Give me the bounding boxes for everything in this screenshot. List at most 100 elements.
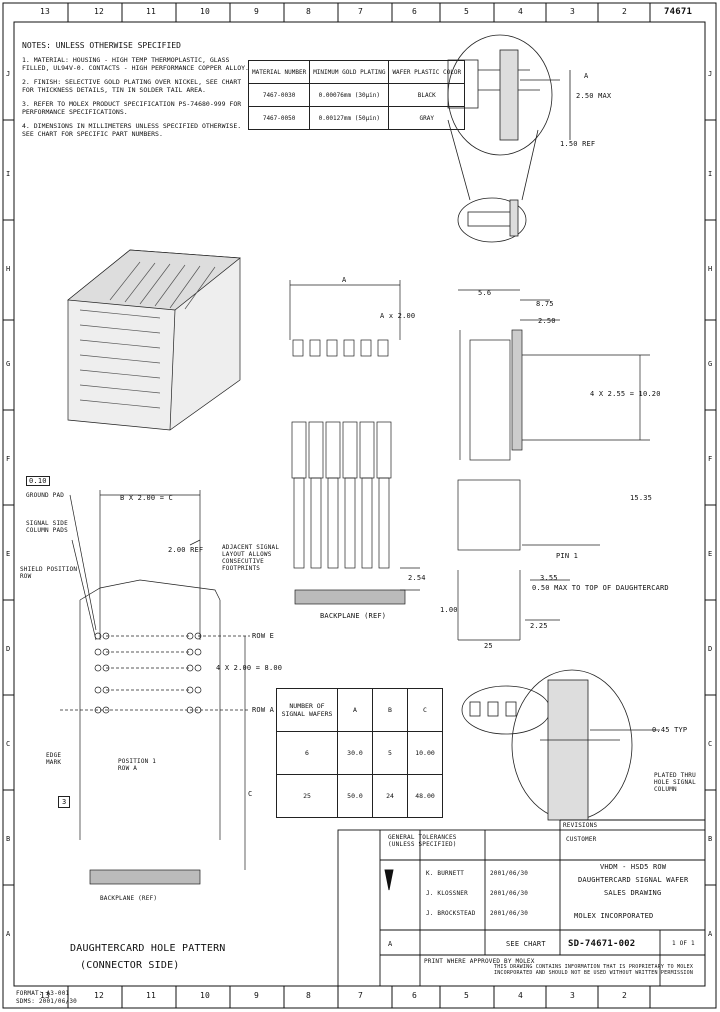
col-label-6: 6 [412,7,418,16]
material-number: 7467-0030 [247,83,311,107]
hole-caption-1: DAUGHTERCARD HOLE PATTERN [70,943,226,954]
wafer-header-b: B [372,688,408,732]
wafer-table: NUMBER OF SIGNAL WAFERS A B C 6 30.0 5 1… [276,688,443,818]
col-label-bottom-4: 4 [518,991,524,1000]
row-label-right-j: J [708,70,713,78]
title-date3: 2001/06/30 [490,910,529,917]
front-backplane: BACKPLANE (REF) [320,612,387,620]
footer-line-1: FORMAT: A3-001 [16,990,70,997]
col-label-7: 7 [358,7,364,16]
wafer-count: 25 [276,774,338,818]
title-customer: CUSTOMER [566,836,597,843]
title-general-tol: GENERAL TOLERANCES (UNLESS SPECIFIED) [388,834,457,848]
wafer-b: 5 [372,731,408,775]
title-appr: J. BROCKSTEAD [426,910,476,917]
hole-ref1: 2.00 REF [168,546,204,554]
title-block [337,819,706,987]
front-dim-b: 2.54 [408,574,426,582]
title-date2: 2001/06/30 [490,890,529,897]
material-table: MATERIAL NUMBER MINIMUM GOLD PLATING WAF… [247,60,466,130]
notes-header: NOTES: UNLESS OTHERWISE SPECIFIED [22,41,181,50]
wafer-a: 50.0 [337,774,373,818]
col-label-bottom-13: 13 [40,991,51,1000]
row-label-e: E [6,550,11,558]
row-label-right-i: I [708,170,713,178]
detail-bottom [461,669,660,821]
row-label-right-g: G [708,360,713,368]
hole-caption-2: (CONNECTOR SIDE) [80,960,180,971]
title-sheet: 1 OF 1 [672,940,695,947]
hole-edge-mark: EDGE MARK [46,752,62,766]
detail-bottom-label: PLATED THRU HOLE SIGNAL COLUMN [654,772,696,793]
side-d9: 3.55 [540,574,558,582]
side-view [457,289,650,641]
table-row: 25 50.0 24 48.00 [276,774,443,818]
note-3: 3. REFER TO MOLEX PRODUCT SPECIFICATION … [22,100,242,116]
row-label-right-a: A [708,930,713,938]
hole-backplane: BACKPLANE (REF) [100,895,158,902]
wafer-header-count: NUMBER OF SIGNAL WAFERS [276,688,338,732]
hole-dim-c: C [248,790,253,798]
hole-pattern [60,490,250,885]
side-d2: 2.50 [538,317,556,325]
col-label-9: 9 [254,7,260,16]
footer-line-2: SDMS: 2001/06/30 [16,998,77,1005]
side-dim-top: 5.6 [478,289,492,297]
molex-logo: MOLEX INCORPORATED [574,912,654,920]
title-revisions: REVISIONS [563,822,598,829]
col-label-bottom-3: 3 [570,991,576,1000]
wafer-count: 6 [276,731,338,775]
row-label-f: F [6,455,11,463]
row-label-b: B [6,835,11,843]
table-row: 7467-0050 0.00127mm (50μin) GRAY [247,106,466,130]
title-product: VHDM - HSD5 ROW [600,863,667,871]
side-d3: 4 X 2.55 = 10.20 [590,390,661,398]
title-dwn: K. BURNETT [426,870,465,877]
col-label-bottom-8: 8 [306,991,312,1000]
side-d8: 25 [484,642,493,650]
note-1: 1. MATERIAL: HOUSING - HIGH TEMP THERMOP… [22,56,249,72]
col-label-12: 12 [94,7,105,16]
col-label-bottom-7: 7 [358,991,364,1000]
row-label-right-c: C [708,740,713,748]
detail-top-dim-ref: 2.50 MAX [576,92,612,100]
hole-position-1: POSITION 1 ROW A [118,758,157,772]
hole-signal-label: SIGNAL SIDE COLUMN PADS [26,520,68,534]
material-header-number: MATERIAL NUMBER [247,60,311,84]
col-label-bottom-11: 11 [146,991,157,1000]
col-label-bottom-10: 10 [200,991,211,1000]
col-label-11: 11 [146,7,157,16]
front-pitch: A x 2.00 [380,312,416,320]
note-4: 4. DIMENSIONS IN MILLIMETERS UNLESS SPEC… [22,122,242,138]
col-label-bottom-2: 2 [622,991,628,1000]
material-color: BLACK [388,83,466,107]
row-label-a: A [6,930,11,938]
hole-note-box: 3 [58,796,71,808]
side-d10: PIN 1 [556,552,579,560]
title-disclaimer: THIS DRAWING CONTAINS INFORMATION THAT I… [494,964,694,976]
material-table-header: MATERIAL NUMBER MINIMUM GOLD PLATING WAF… [247,60,466,84]
material-plating: 0.00127mm (50μin) [309,106,390,130]
hole-count: 4 X 2.00 = 8.00 [216,664,283,672]
col-label-10: 10 [200,7,211,16]
title-desc2: SALES DRAWING [604,889,662,897]
grid-ticks [3,3,716,1008]
hole-row-a: ROW A [252,706,275,714]
notes-block: NOTES: UNLESS OTHERWISE SPECIFIED 1. MAT… [22,42,252,144]
hole-ground-label: GROUND PAD [26,492,65,499]
title-drawing-number: SD-74671-002 [568,939,636,949]
side-d7: 2.25 [530,622,548,630]
detail-top [447,34,571,243]
side-d6: 1.00 [440,606,458,614]
wafer-a: 30.0 [337,731,373,775]
doc-tag: 74671 [664,7,693,17]
detail-top-dim-a: A [584,72,589,80]
col-label-bottom-6: 6 [412,991,418,1000]
col-label-bottom-12: 12 [94,991,105,1000]
row-label-right-f: F [708,455,713,463]
row-label-right-h: H [708,265,713,273]
wafer-table-header: NUMBER OF SIGNAL WAFERS A B C [276,688,443,732]
title-see-chart: SEE CHART [506,940,546,948]
wafer-b: 24 [372,774,408,818]
